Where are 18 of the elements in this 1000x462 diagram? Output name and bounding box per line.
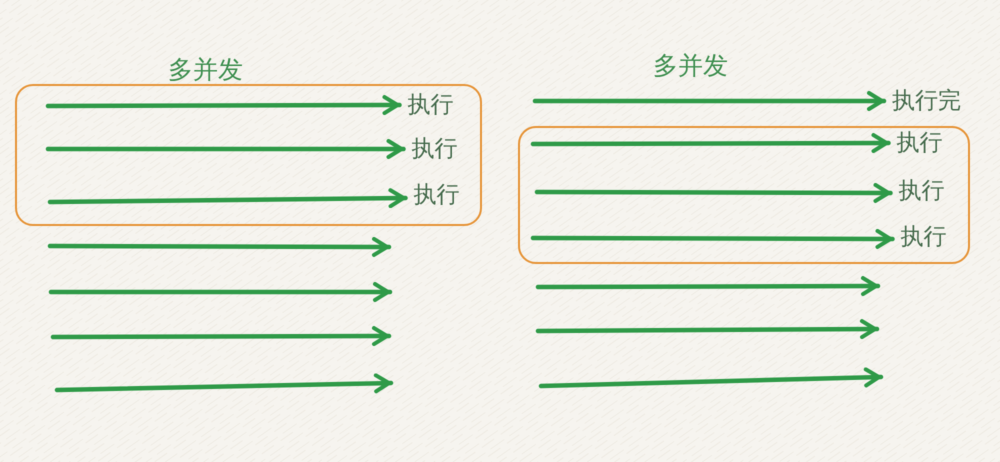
status-label: 执行 (406, 182, 462, 208)
group-frame (518, 126, 970, 264)
arrow (46, 139, 406, 159)
arrow (530, 133, 891, 154)
arrow (534, 182, 893, 203)
status-label: 执行 (400, 92, 456, 118)
status-label: 执行 (892, 224, 948, 250)
status-label: 执行完 (884, 88, 963, 114)
status-label: 执行 (404, 136, 460, 162)
heading: 多并发 (653, 52, 728, 80)
arrow (532, 91, 886, 111)
heading: 多并发 (168, 56, 243, 84)
status-label: 执行 (888, 130, 944, 156)
status-label: 执行 (890, 178, 946, 204)
arrow (48, 188, 408, 208)
group-frame (15, 84, 482, 226)
arrow (46, 95, 402, 116)
arrow (530, 228, 895, 249)
